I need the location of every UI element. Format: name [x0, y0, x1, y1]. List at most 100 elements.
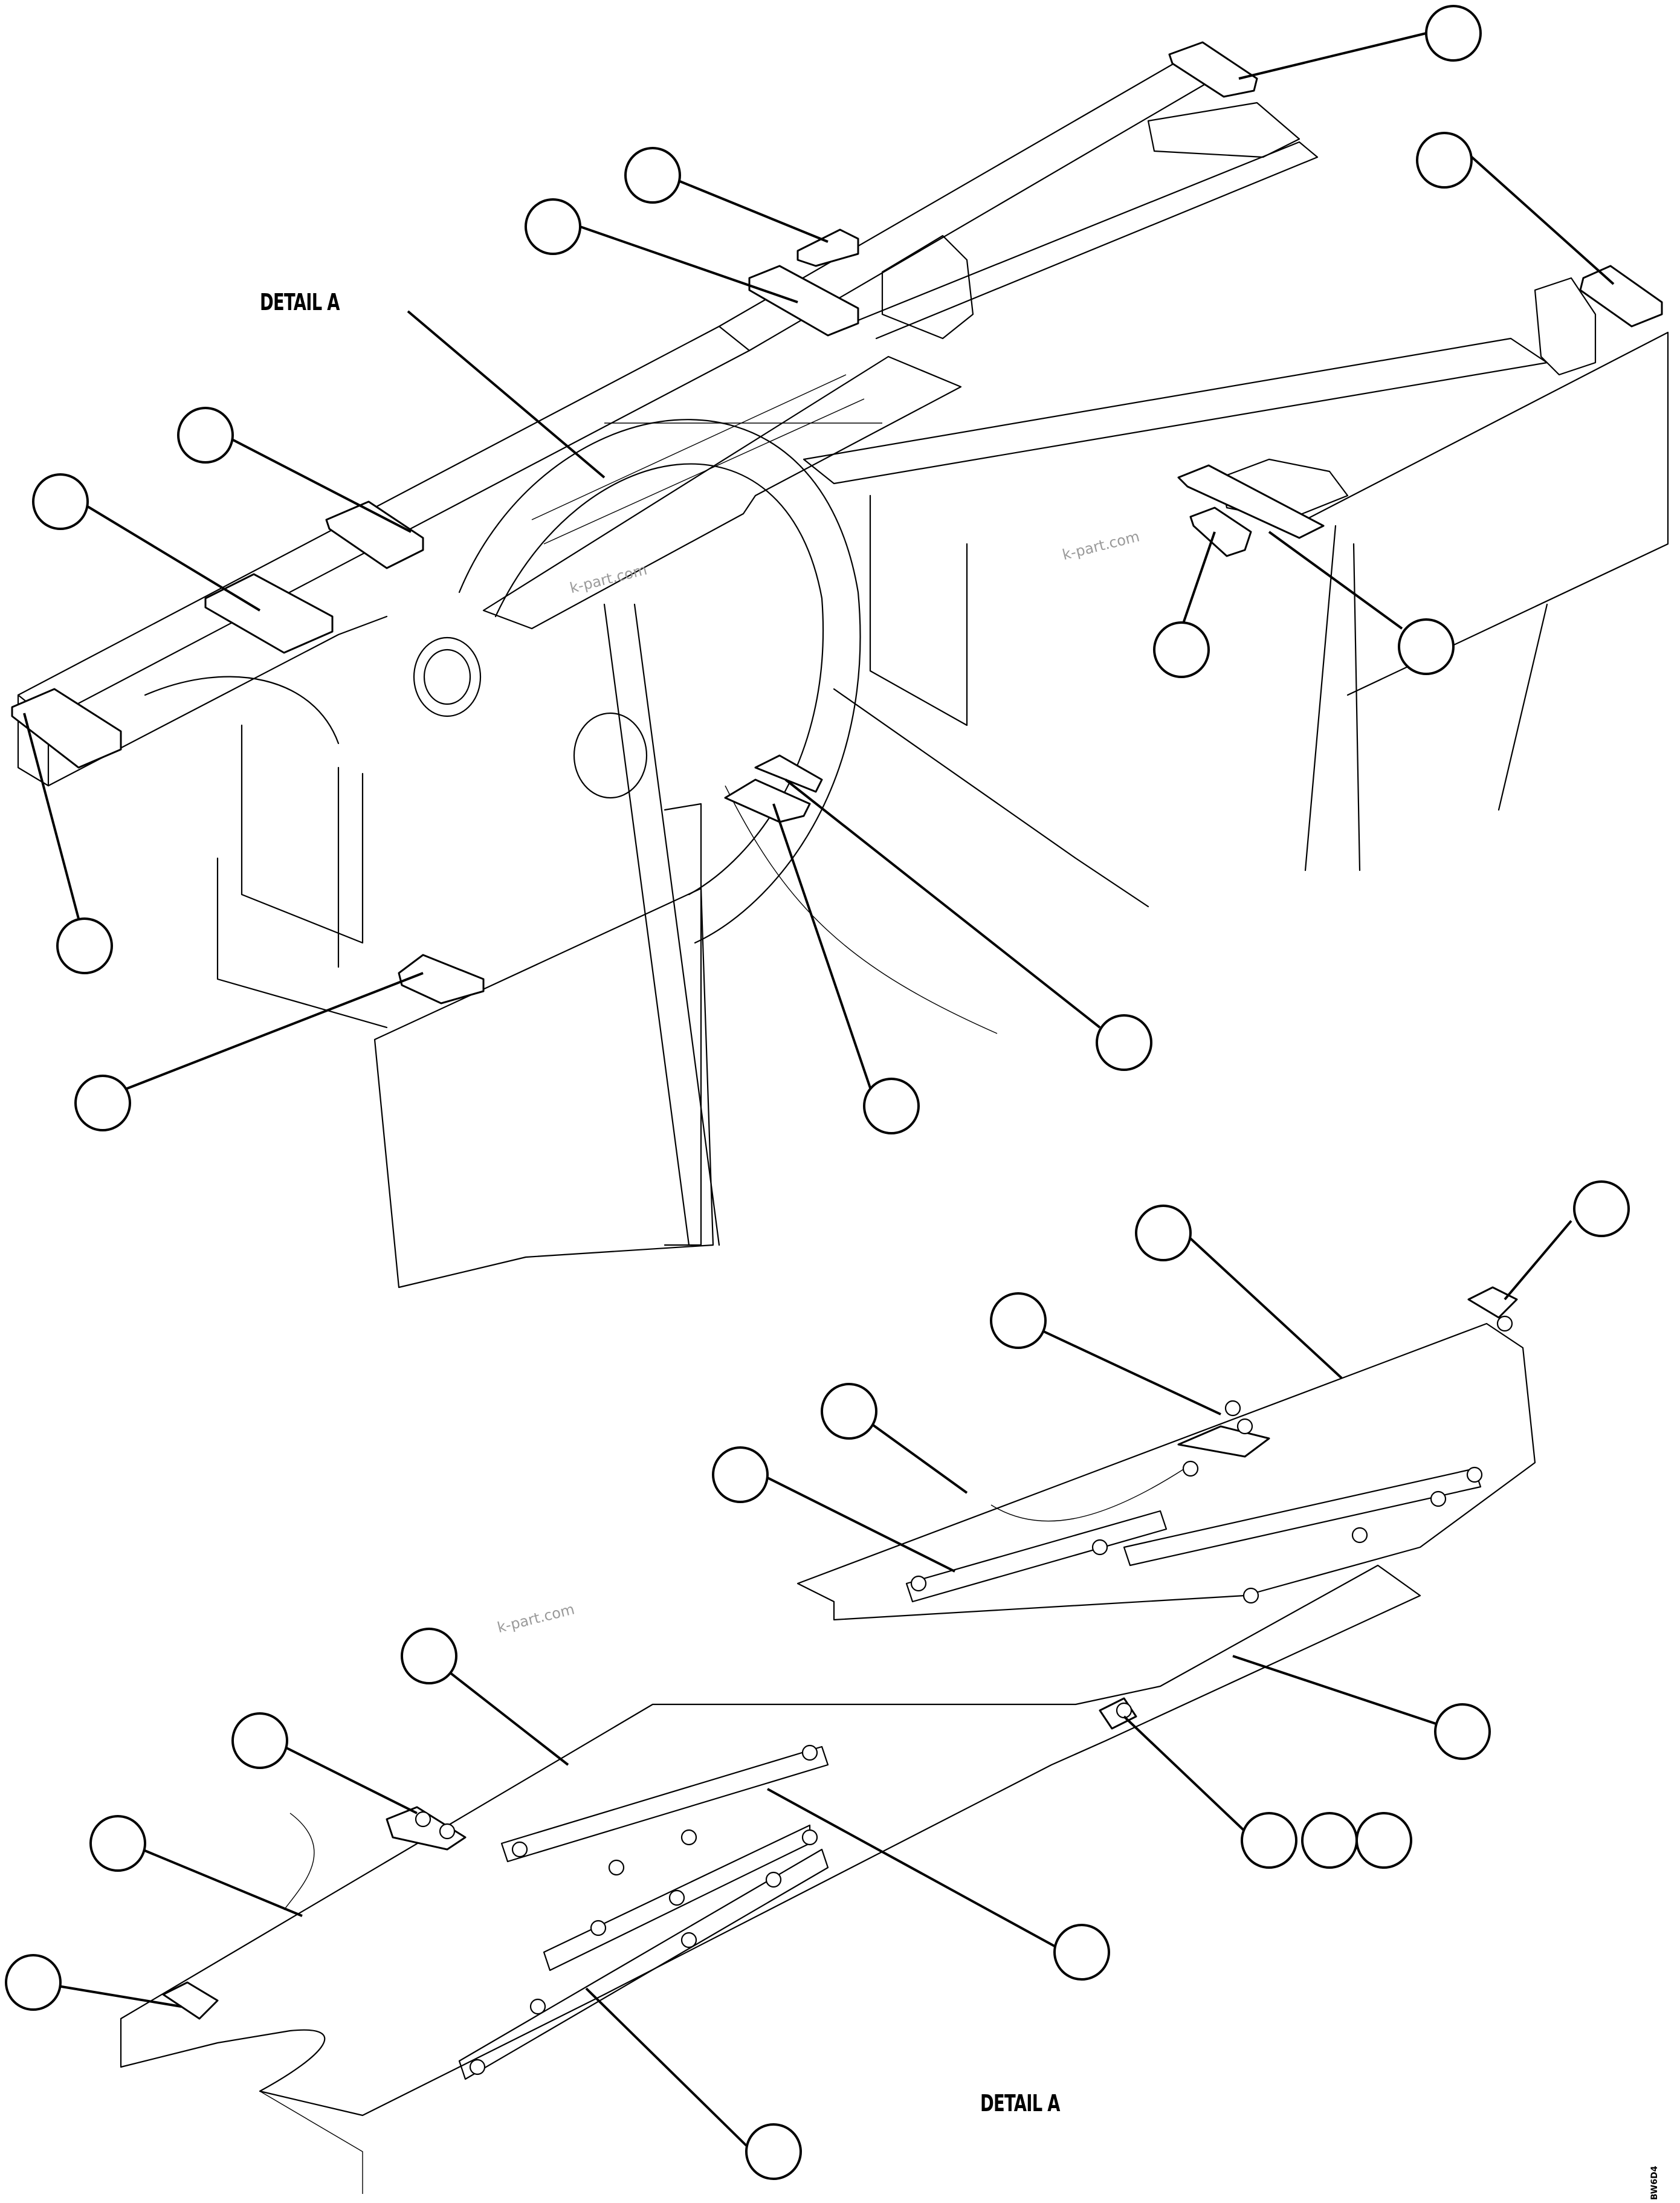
- bolt-6: [680, 1829, 697, 1846]
- left-bracket: [216, 857, 388, 1029]
- leader-22: [283, 1745, 418, 1814]
- bolt-17: [1236, 1418, 1253, 1435]
- bracket-3: [1177, 1425, 1270, 1458]
- leader-23: [141, 1848, 303, 1917]
- detail-tray-small: [796, 1322, 1536, 1621]
- bolt-14: [910, 1575, 927, 1592]
- pad-8: [1189, 506, 1252, 557]
- pad-10: [398, 954, 485, 1004]
- drawing-code: BW6D4: [1650, 2166, 1659, 2200]
- bolt-7: [590, 1920, 607, 1936]
- detail-label-bottom: DETAIL A: [980, 2090, 1060, 2117]
- callout-13: [1573, 1180, 1630, 1237]
- leader-17: [857, 1413, 968, 1494]
- post: [664, 803, 702, 1246]
- leader-16: [1033, 1325, 1221, 1415]
- cross-beam: [803, 337, 1548, 485]
- leader-13: [784, 778, 1101, 1029]
- rail-upper-1: [500, 1745, 829, 1863]
- left-beam-lower-edge: [47, 615, 388, 787]
- right-panel: [1304, 331, 1669, 696]
- gusset-plate-3: [1220, 458, 1349, 521]
- bolt-13: [765, 1871, 782, 1888]
- leader-21: [443, 1667, 569, 1766]
- round-port-1-inner: [423, 649, 471, 705]
- leader-12: [772, 803, 871, 1089]
- bolt-19: [1351, 1527, 1368, 1544]
- diagonal-strut: [833, 688, 1149, 908]
- fan-shroud-outer: [458, 419, 861, 944]
- bolt-24: [1242, 1587, 1259, 1604]
- gusset-plate-1: [881, 235, 974, 340]
- bolt-1: [415, 1811, 431, 1828]
- rail-lower-1: [458, 1848, 829, 2080]
- callout-6: [32, 473, 89, 530]
- detail-a-lower: [120, 1286, 1536, 2194]
- callout-17: [712, 1446, 769, 1503]
- bolt-2: [439, 1823, 456, 1840]
- leader-8: [1180, 531, 1216, 629]
- bolt-20: [1430, 1490, 1447, 1507]
- bolt-5: [608, 1859, 625, 1876]
- leader-14: [1504, 1220, 1572, 1301]
- leader-7: [83, 503, 261, 612]
- left-beam-curve: [144, 676, 340, 745]
- tray-notch: [283, 1813, 315, 1910]
- rod-2: [603, 603, 690, 1246]
- callouts: [5, 5, 1630, 2180]
- pad-3: [748, 265, 859, 337]
- pad-11: [724, 778, 811, 823]
- leader-10: [23, 713, 80, 919]
- callout-14: [1135, 1205, 1192, 1261]
- bolts: [415, 1315, 1513, 2075]
- gusset-plate-2: [1147, 102, 1300, 158]
- rod-1: [633, 603, 720, 1246]
- pad-2: [796, 228, 859, 267]
- detail-a-tray-upper: [482, 355, 962, 630]
- callout-24: [89, 1815, 146, 1872]
- bolt-8: [668, 1889, 685, 1906]
- leader-26: [585, 1987, 748, 2147]
- callout-19: [1241, 1812, 1297, 1869]
- fan-hub: [573, 712, 648, 799]
- right-leg-2: [1304, 525, 1337, 872]
- callout-4: [525, 198, 581, 255]
- leader-9: [1268, 531, 1403, 630]
- bolt-10: [801, 1829, 818, 1846]
- callout-1: [1425, 5, 1482, 62]
- leader-18: [749, 1467, 955, 1573]
- pad-5: [325, 500, 424, 569]
- detail-label-top: DETAIL A: [260, 289, 340, 315]
- tray-rail-1: [531, 374, 847, 520]
- leader-2: [679, 180, 829, 243]
- pad-7: [1177, 464, 1325, 539]
- bolt-15: [1091, 1539, 1108, 1556]
- bolt-18: [1182, 1460, 1199, 1477]
- bracket-4: [1467, 1286, 1518, 1319]
- fan-shroud-inner: [494, 463, 824, 896]
- bolt-4: [801, 1744, 818, 1761]
- left-beam-end: [17, 694, 50, 787]
- tray-foot: [259, 2091, 363, 2194]
- rail-upper-2: [905, 1510, 1168, 1603]
- bolt-23: [1116, 1702, 1132, 1719]
- rail-lower-2: [1123, 1467, 1482, 1567]
- callout-9: [56, 917, 113, 974]
- callout-3: [1416, 132, 1473, 189]
- bracket-2: [162, 1981, 219, 2020]
- mount-pads: [11, 41, 1663, 1004]
- callout-10: [74, 1075, 131, 1131]
- leader-19: [1232, 1655, 1451, 1730]
- callout-21: [1355, 1812, 1412, 1869]
- bolt-12: [469, 2059, 486, 2075]
- upper-beam-edge: [857, 141, 1319, 340]
- callout-27: [745, 2123, 802, 2180]
- bolt-22: [1496, 1315, 1513, 1332]
- leader-3: [580, 225, 798, 303]
- callout-18: [1434, 1703, 1491, 1760]
- callout-2: [624, 147, 681, 204]
- pad-4: [1579, 265, 1663, 328]
- tray-cutout: [990, 1468, 1185, 1522]
- bolt-11: [529, 1998, 546, 2015]
